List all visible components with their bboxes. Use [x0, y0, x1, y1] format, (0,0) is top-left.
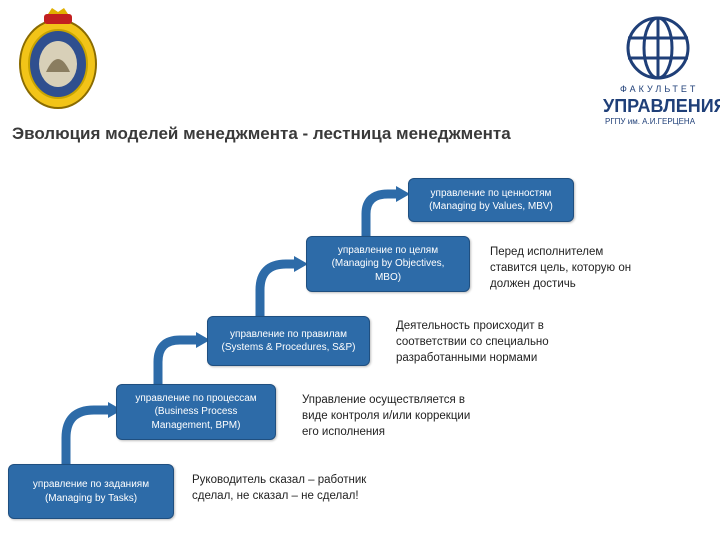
university-crest-logo	[19, 8, 97, 109]
step-box-rules: управление по правилам (Systems & Proced…	[207, 316, 370, 366]
step-label-objectives: управление по целям (Managing by Objecti…	[331, 244, 445, 283]
step-label-tasks: управление по заданиям (Managing by Task…	[32, 479, 150, 504]
note-rules: Деятельность происходит в соответствии с…	[396, 320, 549, 365]
step-label-processes: управление по процессам (Business Proces…	[135, 392, 257, 431]
note-tasks: Руководитель сказал – работник сделал, н…	[192, 474, 367, 503]
note-processes: Управление осуществляется в виде контрол…	[302, 394, 471, 439]
university-label: РГПУ им. А.И.ГЕРЦЕНА	[605, 117, 696, 126]
step-box-processes: управление по процессам (Business Proces…	[116, 384, 276, 440]
step-arrow-1	[61, 405, 112, 464]
globe-logo	[626, 16, 690, 80]
note-objectives: Перед исполнителем ставится цель, котору…	[490, 246, 632, 291]
step-label-rules: управление по правилам (Systems & Proced…	[221, 328, 356, 354]
step-arrow-2	[153, 335, 200, 384]
management-wordmark: УПРАВЛЕНИЯ	[603, 96, 720, 116]
step-box-objectives: управление по целям (Managing by Objecti…	[306, 236, 470, 292]
faculty-label: ФАКУЛЬТЕТ	[620, 84, 699, 94]
step-box-values: управление по ценностям (Managing by Val…	[408, 178, 574, 222]
step-label-values: управление по ценностям (Managing by Val…	[429, 187, 553, 213]
step-box-tasks: управление по заданиям (Managing by Task…	[8, 464, 174, 519]
page-title: Эволюция моделей менеджмента - лестница …	[12, 124, 511, 143]
step-arrow-3	[255, 259, 298, 316]
step-arrow-4	[361, 189, 400, 236]
